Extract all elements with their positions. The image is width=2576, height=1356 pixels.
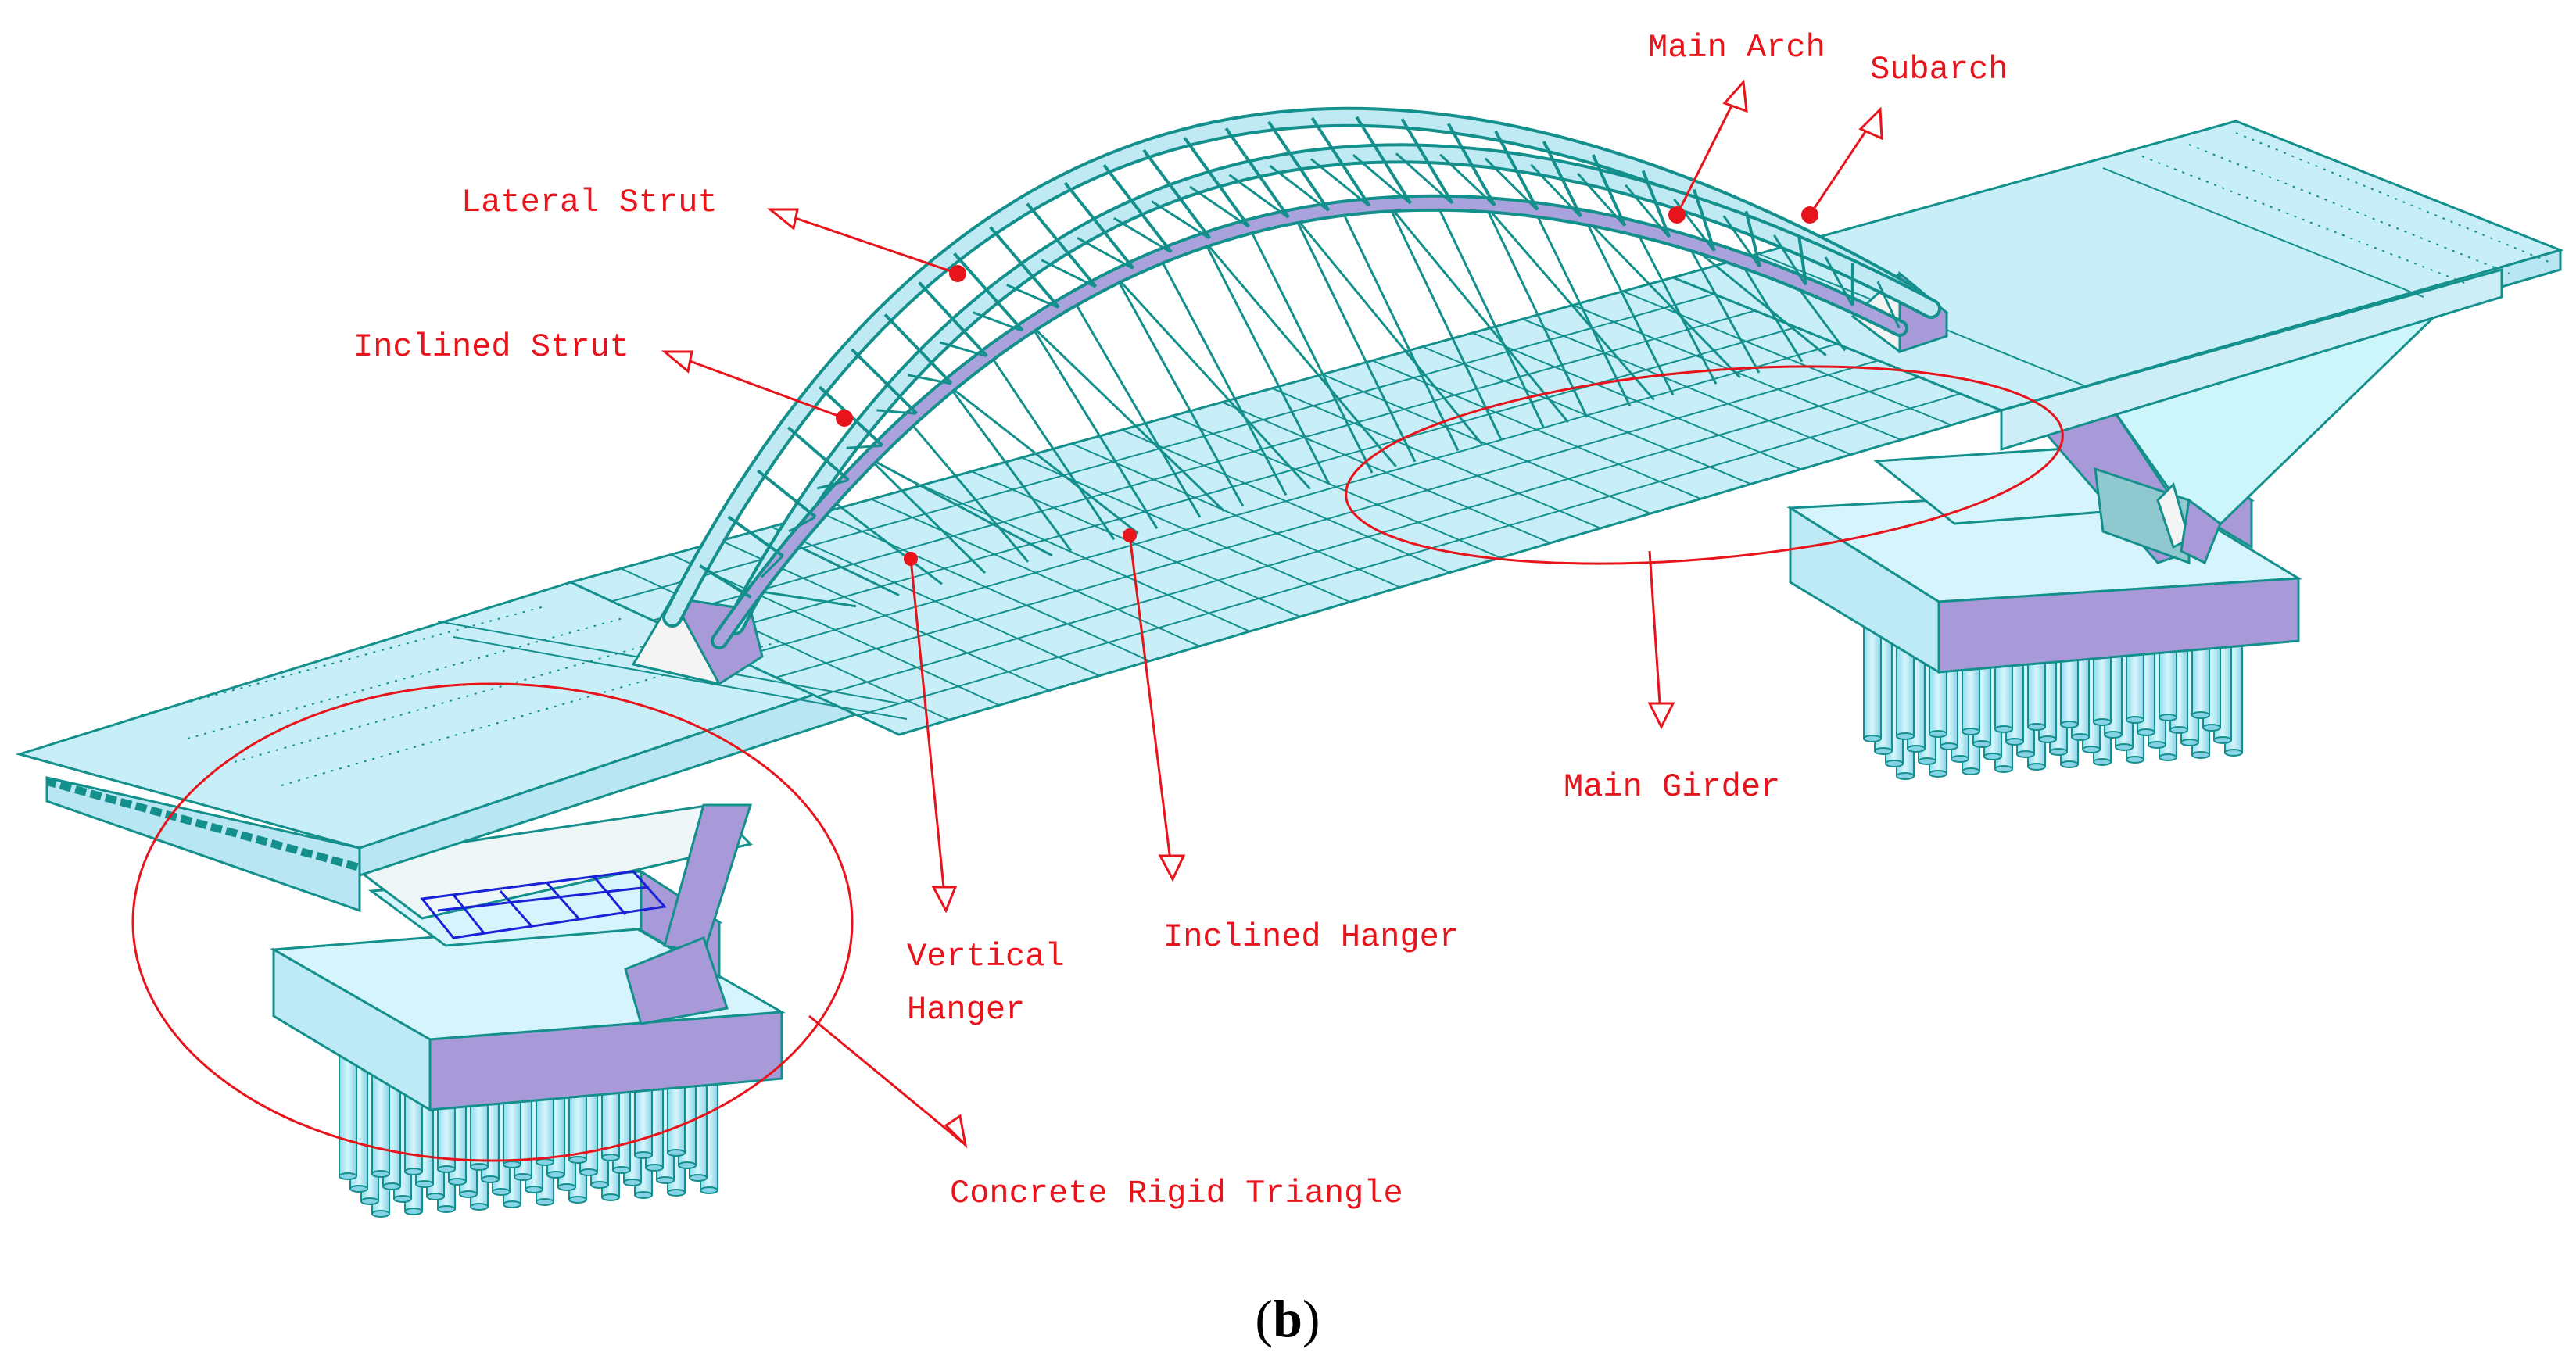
deck-grid — [611, 290, 1961, 721]
arches — [662, 106, 1941, 649]
hangers — [755, 202, 1889, 608]
label-inclined-strut: Inclined Strut — [353, 328, 629, 366]
label-dots — [836, 206, 1818, 566]
label-lateral-strut: Lateral Strut — [461, 184, 718, 221]
highlighted-element — [420, 870, 667, 939]
label-subarch: Subarch — [1870, 51, 2008, 88]
label-vertical-hanger-line2: Hanger — [907, 991, 1025, 1029]
right-foundation — [1786, 288, 2464, 674]
label-inclined-hanger: Inclined Hanger — [1163, 918, 1459, 956]
annotations — [131, 79, 2064, 1162]
figure-caption: (b) — [1255, 1289, 1320, 1348]
label-concrete-rigid-triangle: Concrete Rigid Triangle — [950, 1175, 1403, 1212]
left-foundation — [270, 803, 786, 1112]
labels: Main Arch Subarch Lateral Strut Inclined… — [353, 29, 2008, 1212]
label-vertical-hanger-line1: Vertical — [907, 938, 1065, 975]
caption-open: ( — [1255, 1289, 1273, 1348]
label-main-arch: Main Arch — [1648, 29, 1825, 66]
caption-letter: b — [1273, 1289, 1302, 1348]
label-main-girder: Main Girder — [1564, 768, 1780, 806]
caption-close: ) — [1302, 1289, 1320, 1348]
